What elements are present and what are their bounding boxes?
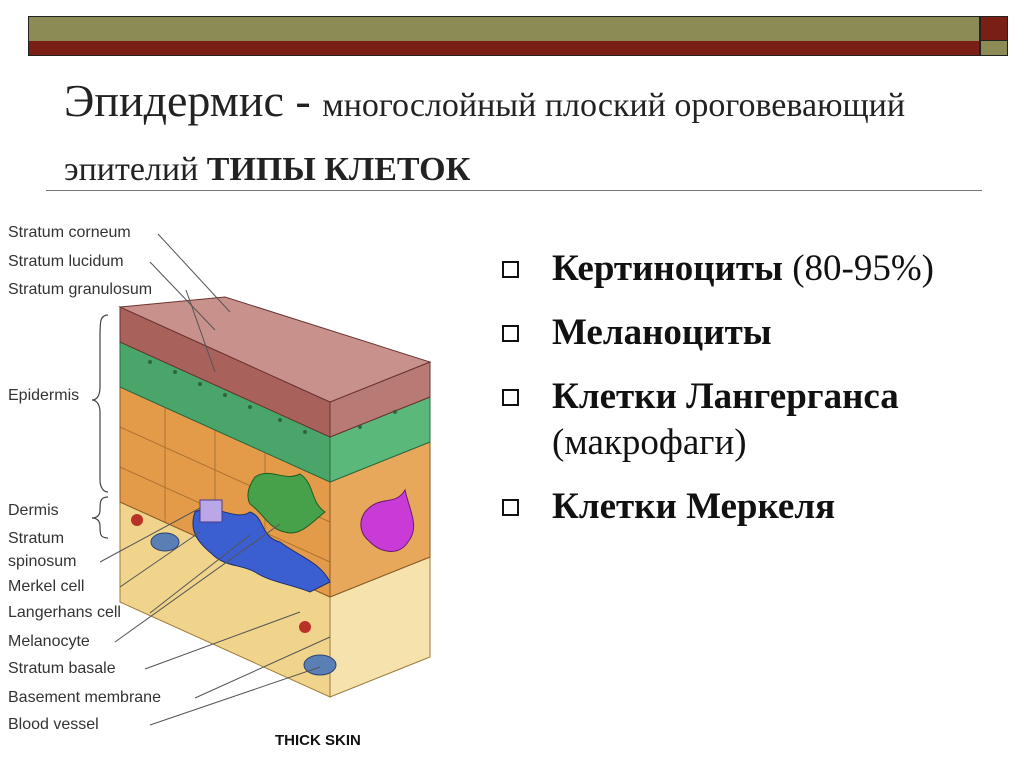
header-corner-square-bottom — [980, 40, 1008, 56]
bullet-item: Клетки Лангерганса (макрофаги) — [500, 374, 1000, 466]
label-langerhans-cell: Langerhans cell — [8, 604, 121, 621]
square-bullet-icon — [502, 325, 519, 342]
label-blood-vessel: Blood vessel — [8, 716, 99, 733]
skin-diagram: Stratum corneum Stratum lucidum Stratum … — [0, 212, 470, 762]
label-spinosum: spinosum — [8, 553, 77, 570]
label-stratum-basale: Stratum basale — [8, 660, 116, 677]
square-bullet-icon — [502, 499, 519, 516]
label-stratum-lucidum: Stratum lucidum — [8, 253, 124, 270]
bullet-bold-text: Меланоциты — [552, 312, 772, 353]
title-part1: Эпидермис - — [64, 75, 323, 126]
bullet-bold-text: Клетки Меркеля — [552, 486, 836, 527]
header-bar — [28, 16, 980, 56]
bullet-normal-text: (80-95%) — [782, 248, 934, 289]
bullet-bold-text: Кертиноциты — [552, 248, 783, 289]
bullet-item: Клетки Меркеля — [500, 484, 1000, 530]
title-part2: многослойный плоский ороговевающий эпите… — [64, 87, 906, 188]
skin-block-illustration — [91, 233, 432, 726]
label-epidermis: Epidermis — [8, 387, 80, 404]
title-part3: ТИПЫ КЛЕТОК — [206, 151, 471, 188]
label-stratum: Stratum — [8, 530, 65, 547]
slide-title: Эпидермис - многослойный плоский орогове… — [64, 72, 984, 205]
label-dermis: Dermis — [8, 502, 59, 519]
label-basement-membrane: Basement membrane — [8, 689, 161, 706]
label-stratum-corneum: Stratum corneum — [8, 224, 131, 241]
bullet-list: Кертиноциты (80-95%) Меланоциты Клетки Л… — [500, 246, 1000, 548]
figure-caption: THICK SKIN — [275, 732, 361, 749]
bullet-item: Меланоциты — [500, 310, 1000, 356]
bullet-bold-text: Клетки Лангерганса — [552, 376, 899, 417]
header-corner-square-top — [980, 16, 1008, 42]
title-divider — [46, 190, 982, 191]
bullet-normal-text: (макрофаги) — [552, 422, 747, 463]
label-stratum-granulosum: Stratum granulosum — [8, 281, 153, 298]
square-bullet-icon — [502, 389, 519, 406]
label-melanocyte: Melanocyte — [8, 633, 90, 650]
header-bar-maroon — [29, 41, 979, 55]
header-bar-olive — [29, 17, 979, 41]
bullet-item: Кертиноциты (80-95%) — [500, 246, 1000, 292]
label-merkel-cell: Merkel cell — [8, 578, 85, 595]
square-bullet-icon — [502, 261, 519, 278]
